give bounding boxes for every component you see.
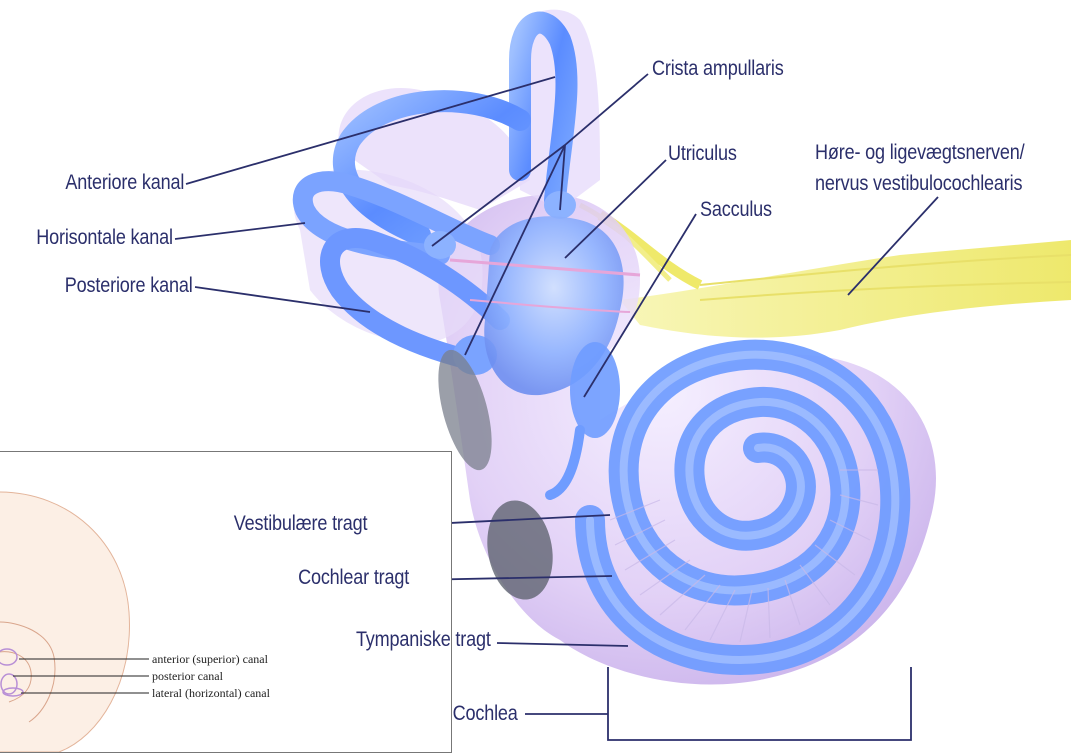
inset-artwork — [0, 452, 451, 752]
label-vestibular-duct: Vestibulære tragt — [233, 512, 367, 536]
inset-posterior-label: posterior canal — [152, 669, 223, 684]
label-posterior-canal: Posteriore kanal — [65, 274, 193, 298]
inset-lateral-label: lateral (horizontal) canal — [152, 686, 270, 701]
label-crista-ampullaris: Crista ampullaris — [652, 57, 784, 81]
label-nerve-line1: Høre- og ligevægtsnerven/ — [815, 141, 1025, 165]
inset-anterior-label: anterior (superior) canal — [152, 652, 268, 667]
label-utriculus: Utriculus — [668, 142, 737, 166]
label-nerve-line2: nervus vestibulocochlearis — [815, 172, 1022, 196]
label-sacculus: Sacculus — [700, 198, 772, 222]
label-horizontal-canal: Horisontale kanal — [36, 226, 173, 250]
label-tympanic-duct: Tympaniske tragt — [356, 628, 491, 652]
label-anterior-canal: Anteriore kanal — [65, 171, 184, 195]
inset-schematic: anterior (superior) canal posterior cana… — [0, 451, 452, 753]
label-cochlea: Cochlea — [453, 702, 518, 726]
vestibulocochlear-nerve — [580, 205, 1071, 338]
label-cochlear-duct: Cochlear tragt — [298, 566, 409, 590]
